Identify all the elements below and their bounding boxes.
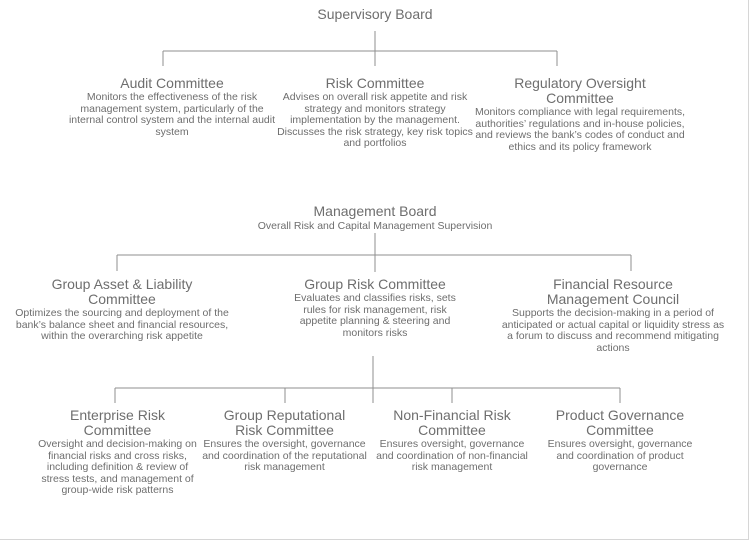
node-description: Monitors the effectiveness of the risk m…: [68, 91, 276, 138]
node-audit-committee: Audit Committee Monitors the effectivene…: [67, 76, 277, 138]
node-title: Non-Financial Risk Committee: [393, 407, 511, 438]
node-description: Advises on overall risk appetite and ris…: [277, 91, 473, 149]
node-group-risk-committee: Group Risk Committee Evaluates and class…: [285, 277, 465, 339]
node-title: Risk Committee: [325, 75, 425, 91]
node-title: Management Board: [313, 203, 437, 219]
node-description: Monitors compliance with legal requireme…: [474, 106, 686, 153]
node-description: Supports the decision-making in a period…: [501, 307, 725, 354]
node-description: Optimizes the sourcing and deployment of…: [15, 307, 229, 342]
node-regulatory-oversight-committee: Regulatory Oversight Committee Monitors …: [468, 76, 692, 153]
node-product-governance-committee: Product Governance Committee Ensures ove…: [540, 408, 700, 474]
node-title: Enterprise Risk Committee: [70, 407, 165, 438]
node-enterprise-risk-committee: Enterprise Risk Committee Oversight and …: [35, 408, 200, 497]
node-title: Group Risk Committee: [304, 276, 446, 292]
node-description: Ensures the oversight, governance and co…: [202, 438, 367, 473]
node-group-reputational-risk-committee: Group Reputational Risk Committee Ensure…: [202, 408, 367, 474]
node-title: Group Asset & Liability Committee: [51, 276, 193, 307]
node-management-board: Management Board Overall Risk and Capita…: [225, 203, 525, 233]
node-title: Product Governance Committee: [555, 407, 685, 438]
node-description: Evaluates and classifies risks, sets rul…: [294, 292, 456, 339]
node-group-asset-liability-committee: Group Asset & Liability Committee Optimi…: [12, 277, 232, 343]
node-title: Financial Resource Management Council: [546, 276, 680, 307]
node-title: Audit Committee: [120, 75, 224, 91]
node-title: Group Reputational Risk Committee: [223, 407, 346, 438]
node-description: Ensures oversight, governance and coordi…: [376, 438, 528, 473]
node-non-financial-risk-committee: Non-Financial Risk Committee Ensures ove…: [372, 408, 532, 474]
node-subtitle: Overall Risk and Capital Management Supe…: [257, 220, 493, 232]
node-risk-committee: Risk Committee Advises on overall risk a…: [277, 76, 473, 150]
node-title: Regulatory Oversight Committee: [514, 75, 646, 106]
node-description: Oversight and decision-making on financi…: [38, 438, 197, 496]
node-supervisory-board: Supervisory Board: [255, 7, 495, 22]
node-description: Ensures oversight, governance and coordi…: [547, 438, 693, 473]
node-financial-resource-management-council: Financial Resource Management Council Su…: [498, 277, 728, 354]
node-title: Supervisory Board: [317, 6, 433, 22]
